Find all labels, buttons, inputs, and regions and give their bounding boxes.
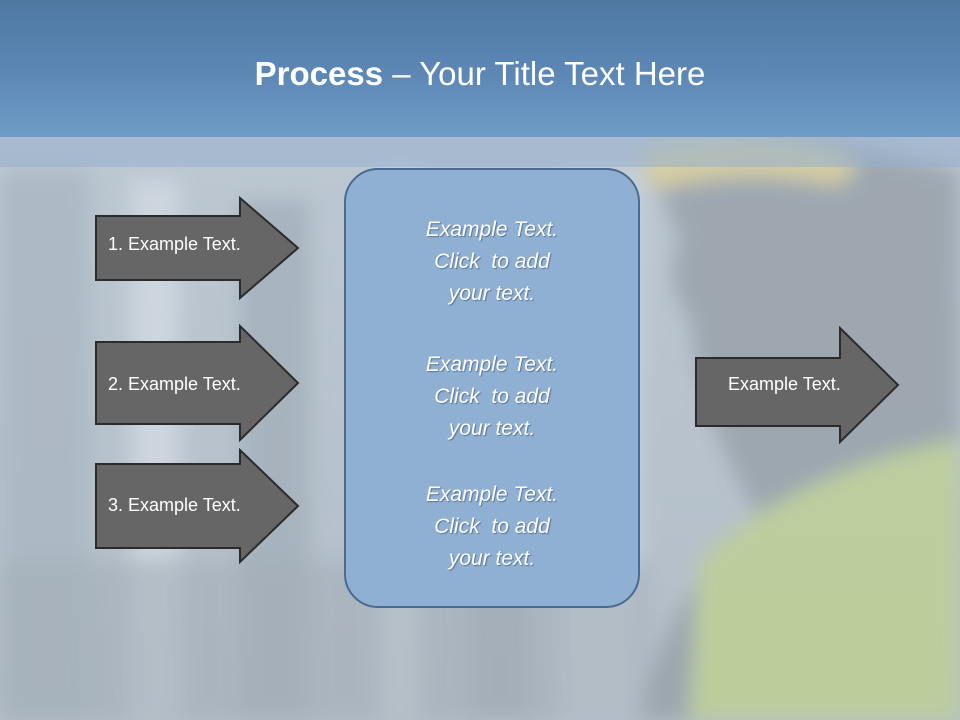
paragraph-line: your text. <box>448 547 536 570</box>
paragraph-line: Example Text. <box>425 483 559 506</box>
paragraph-line: Click to add <box>434 250 550 273</box>
arrow-shape <box>95 448 300 564</box>
paragraph-line: Click to add <box>434 385 550 408</box>
step-label: 3. Example Text. <box>108 495 241 515</box>
paragraph-line: Click to add <box>434 515 550 538</box>
step-label: 2. Example Text. <box>108 374 241 394</box>
title-strong: Process <box>254 55 384 92</box>
step-arrow-1[interactable]: 1. Example Text. <box>94 196 300 300</box>
output-label: Example Text. <box>728 374 841 394</box>
step-arrow-3[interactable]: 3. Example Text. <box>94 448 300 564</box>
arrow-shape <box>95 324 300 442</box>
title-rest: – Your Title Text Here <box>383 55 706 92</box>
step-label: 1. Example Text. <box>108 234 241 254</box>
text-paragraph-1: Example Text. Click to add your text. <box>346 214 638 310</box>
title-bar <box>0 0 960 137</box>
arrow-shape <box>695 326 900 444</box>
text-paragraph-3: Example Text. Click to add your text. <box>346 479 638 575</box>
slide-title[interactable]: Process – Your Title Text Here <box>0 52 960 96</box>
center-text-box[interactable]: Example Text. Click to add your text. Ex… <box>344 168 640 608</box>
arrow-shape <box>95 196 300 300</box>
output-arrow[interactable]: Example Text. <box>694 326 900 444</box>
paragraph-line: Example Text. <box>425 218 559 241</box>
paragraph-line: your text. <box>448 282 536 305</box>
title-band <box>0 137 960 167</box>
paragraph-line: Example Text. <box>425 353 559 376</box>
paragraph-line: your text. <box>448 417 536 440</box>
step-arrow-2[interactable]: 2. Example Text. <box>94 324 300 442</box>
text-paragraph-2: Example Text. Click to add your text. <box>346 349 638 445</box>
